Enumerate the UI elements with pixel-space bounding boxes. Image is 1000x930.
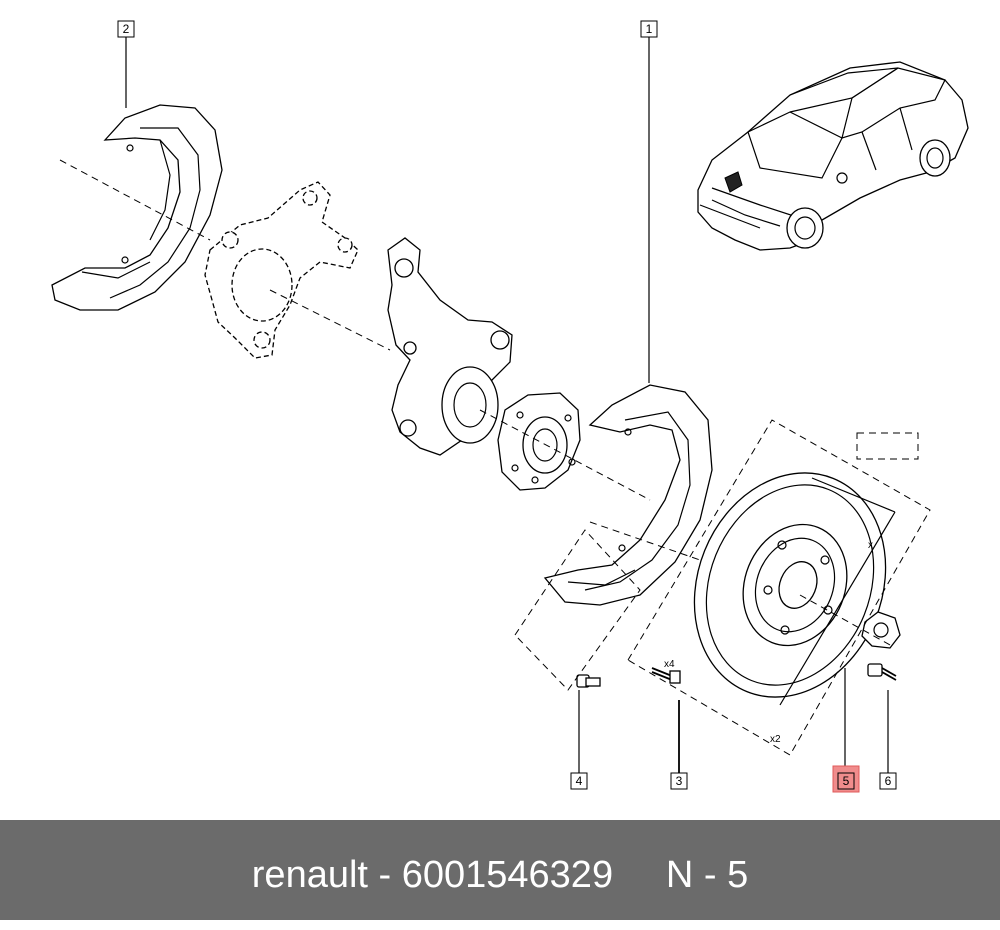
dust-shield-icon <box>51 104 223 311</box>
quantity-mark: x4 <box>664 659 675 670</box>
svg-text:x: x <box>868 540 873 551</box>
part-number-caption: renault - 6001546329 N - 5 <box>251 854 749 896</box>
callout-label: 4 <box>576 774 583 788</box>
steering-knuckle-icon <box>204 181 359 359</box>
callout-label: 3 <box>676 774 683 788</box>
callout-label: 2 <box>123 22 130 36</box>
callout-6: 6 <box>879 772 897 790</box>
quantity-mark: x2 <box>770 734 781 745</box>
bolt-icon <box>651 667 681 684</box>
bolt-icon <box>576 674 601 688</box>
callout-label: 6 <box>885 774 892 788</box>
callout-2: 2 <box>117 20 135 38</box>
car-icon <box>697 61 969 251</box>
brake-disc-icon <box>693 472 887 698</box>
callout-label: 1 <box>646 22 653 36</box>
footer-bar: renault - 6001546329 N - 5 <box>0 820 1000 920</box>
steering-knuckle-icon <box>387 237 513 456</box>
parts-diagram: x x4 x2 1 2 3 4 5 6 <box>51 20 969 793</box>
callout-3: 3 <box>670 772 688 790</box>
nut-icon <box>861 611 901 649</box>
callout-4: 4 <box>570 772 588 790</box>
callout-label: 5 <box>843 774 850 788</box>
bolt-icon <box>867 663 897 681</box>
callout-1: 1 <box>640 20 658 38</box>
callout-5-highlighted: 5 <box>832 765 860 793</box>
